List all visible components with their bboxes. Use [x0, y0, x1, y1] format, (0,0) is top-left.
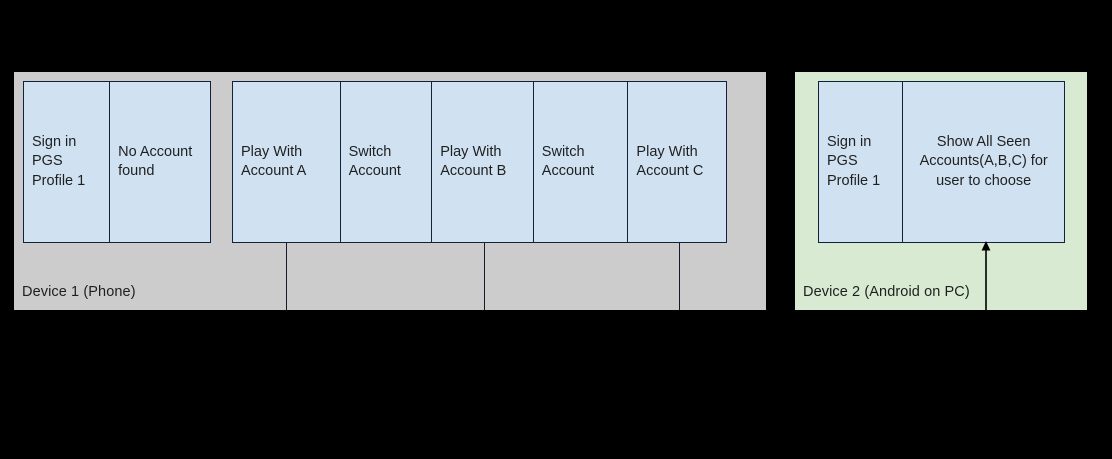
- step-label: No Account found: [118, 143, 193, 179]
- step-group-account-switching-phone: Play With Account A Switch Account Play …: [232, 81, 727, 243]
- step-box-play-with-account-b[interactable]: Play With Account B: [432, 82, 534, 242]
- arrow-up-icon: [981, 241, 991, 313]
- step-box-no-account-found[interactable]: No Account found: [110, 82, 210, 242]
- device-label-phone: Device 1 (Phone): [22, 284, 136, 300]
- step-group-signin-pc: Sign in PGS Profile 1 Show All Seen Acco…: [818, 81, 1065, 243]
- lane-divider-2: [484, 243, 485, 310]
- device-label-android-on-pc: Device 2 (Android on PC): [803, 284, 970, 300]
- step-box-play-with-account-c[interactable]: Play With Account C: [628, 82, 727, 242]
- step-label: Sign in PGS Profile 1: [32, 134, 86, 189]
- step-label: Sign in PGS Profile 1: [827, 134, 881, 189]
- lane-divider-1: [286, 243, 287, 310]
- step-label: Play With Account A: [241, 143, 307, 179]
- step-label: Switch Account: [541, 143, 595, 179]
- step-box-switch-account-1[interactable]: Switch Account: [340, 82, 433, 242]
- step-label: Show All Seen Accounts(A,B,C) for user t…: [919, 134, 1048, 189]
- step-label: Switch Account: [348, 143, 401, 179]
- step-box-show-all-seen-accounts[interactable]: Show All Seen Accounts(A,B,C) for user t…: [903, 82, 1064, 242]
- lane-divider-3: [679, 243, 680, 310]
- step-box-sign-in-pgs-profile-1-pc[interactable]: Sign in PGS Profile 1: [819, 82, 904, 242]
- step-box-switch-account-2[interactable]: Switch Account: [533, 82, 629, 242]
- step-box-play-with-account-a[interactable]: Play With Account A: [233, 82, 341, 242]
- step-box-sign-in-pgs-profile-1[interactable]: Sign in PGS Profile 1: [24, 82, 111, 242]
- step-label: Play With Account B: [440, 143, 507, 179]
- step-group-signin-phone: Sign in PGS Profile 1 No Account found: [23, 81, 211, 243]
- step-label: Play With Account C: [636, 143, 704, 179]
